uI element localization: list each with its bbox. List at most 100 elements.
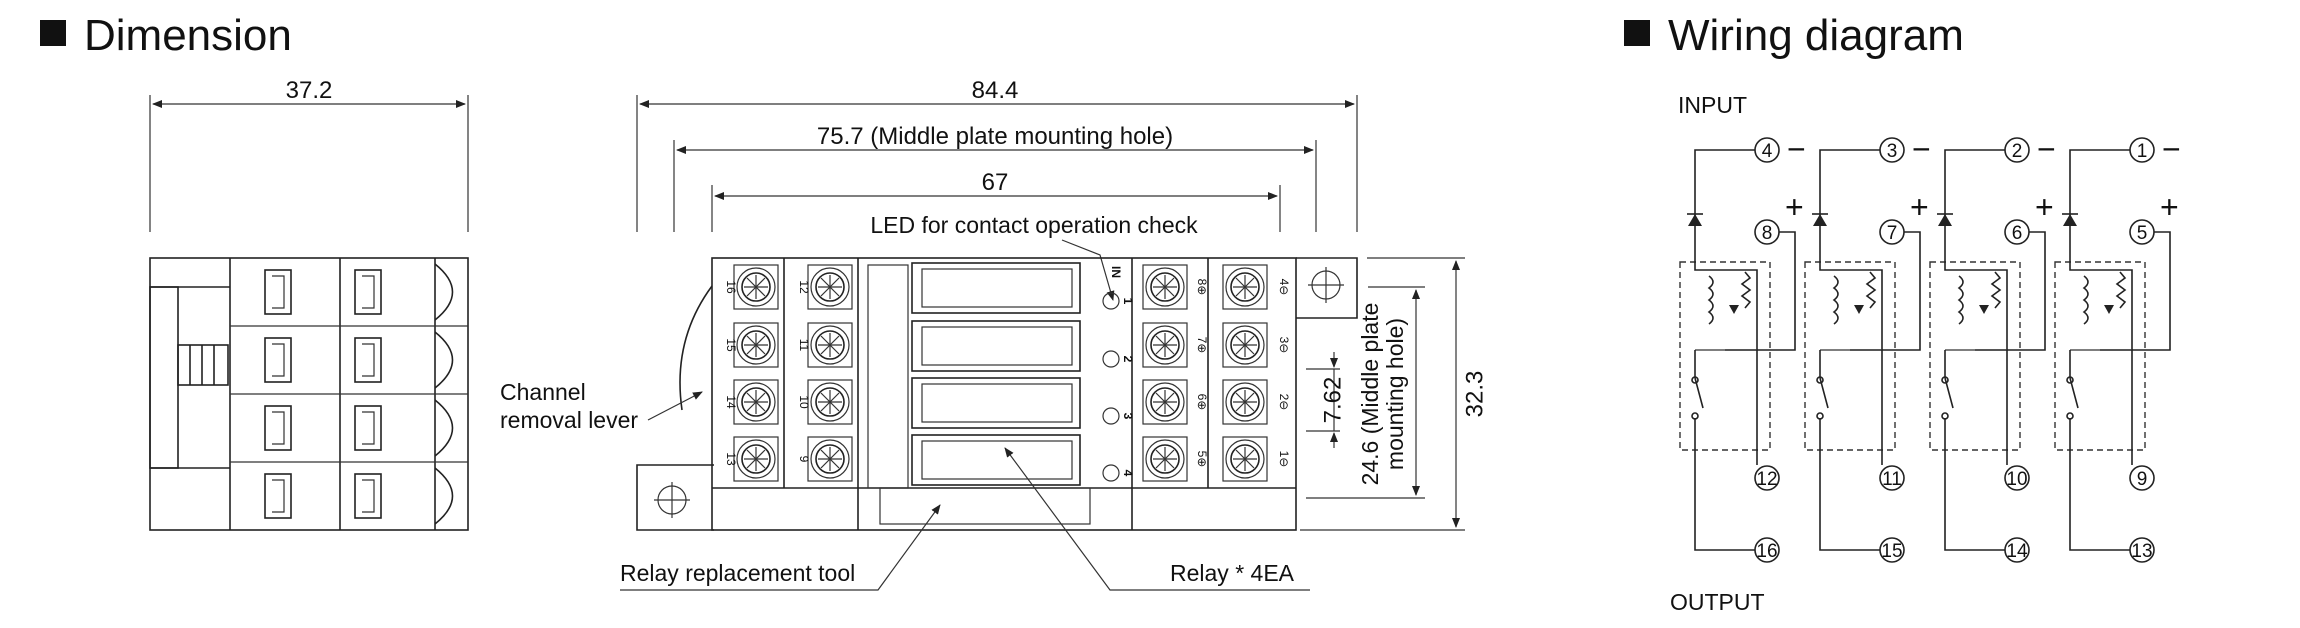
relay-outline [2054, 261, 2146, 451]
middle-hole-label: 75.7 (Middle plate mounting hole) [817, 123, 1173, 150]
right-mount-tab [1296, 257, 1358, 319]
side-dome [434, 331, 454, 389]
led-diode [1854, 305, 1864, 314]
terminal-screw-ring [736, 382, 776, 422]
terminal-circle [2129, 137, 2155, 163]
channel-number: 3 [1121, 413, 1135, 420]
led-indicator [1102, 464, 1120, 482]
terminal-block [733, 264, 779, 310]
side-dome [434, 263, 454, 321]
pos-wire [1850, 231, 1921, 351]
terminal-number-left-inner: 10 [797, 395, 811, 409]
terminal-screw-ring [1145, 267, 1185, 307]
coil-symbol [1832, 275, 1839, 325]
contact-point [1941, 412, 1949, 420]
tool-label: Relay replacement tool [620, 560, 855, 586]
terminal-out-number: 13 [2131, 541, 2152, 562]
terminal-circle [1879, 537, 1905, 563]
channel-number: 2 [1121, 356, 1135, 363]
relay-module [911, 377, 1081, 429]
terminal-screw [741, 272, 771, 302]
side-clip-slot [362, 343, 375, 377]
terminal-neg-number: 4 [1762, 141, 1773, 162]
dimension-header: Dimension [84, 11, 292, 60]
terminal-neg-number: 2 [2012, 141, 2023, 162]
side-clip-slot [272, 411, 285, 445]
side-clip [354, 337, 382, 383]
terminal-block [1142, 379, 1188, 425]
terminal-screw-ring [810, 267, 850, 307]
terminal-number-right: 3⊖ [1277, 337, 1291, 354]
terminal-number-right: 4⊖ [1277, 279, 1291, 296]
terminal-screw-ring [1145, 325, 1185, 365]
terminal-screw [1150, 387, 1180, 417]
relay-body [921, 383, 1073, 423]
coil-symbol [2082, 275, 2089, 325]
terminal-circle [2004, 537, 2030, 563]
wiring-header: Wiring diagram [1668, 11, 1964, 60]
contact-point [1816, 376, 1824, 384]
terminal-number-left: 14 [724, 395, 738, 409]
wiring-diagram: INPUT OUTPUT 4−8+12163−7+11152−6+10141−5… [1670, 92, 2181, 615]
terminal-block [807, 264, 853, 310]
input-wire [1819, 149, 1880, 232]
terminal-screw-ring [1145, 382, 1185, 422]
dimension-header-square [40, 20, 66, 46]
terminal-screw [1230, 272, 1260, 302]
terminal-screw [741, 387, 771, 417]
terminal-out-number: 16 [1756, 541, 1777, 562]
diode-symbol [1688, 214, 1702, 226]
lever-leader [647, 391, 703, 421]
relay-module [911, 320, 1081, 372]
relay-outline [1929, 261, 2021, 451]
pos-wire [1725, 231, 1796, 351]
terminal-screw-ring [1225, 439, 1265, 479]
channel-number: 4 [1121, 470, 1135, 477]
terminal-screw-ring [736, 325, 776, 365]
contact-point [2066, 412, 2074, 420]
plus-sign: + [2035, 189, 2054, 225]
led-indicator [1102, 292, 1120, 310]
inner-dimension-label: 67 [982, 169, 1009, 196]
side-clip [354, 405, 382, 451]
pitch-label: 7.62 [1319, 377, 1346, 424]
terminal-circle [1754, 537, 1780, 563]
coil-wire [1944, 232, 2008, 350]
side-width-label: 37.2 [286, 77, 333, 104]
terminal-block [733, 322, 779, 368]
minus-sign: − [1912, 131, 1931, 167]
minus-sign: − [1787, 131, 1806, 167]
led-diode [2104, 305, 2114, 314]
terminal-circle [2004, 137, 2030, 163]
side-dome [434, 399, 454, 457]
terminal-out-number: 9 [2137, 469, 2148, 490]
contact-point [1816, 412, 1824, 420]
terminal-block [1222, 379, 1268, 425]
terminal-block [807, 379, 853, 425]
terminal-out-number: 14 [2006, 541, 2028, 562]
resistor-symbol [1990, 271, 2002, 309]
terminal-pos-number: 7 [1887, 223, 1898, 244]
side-clip-slot [362, 275, 375, 309]
terminal-screw [1230, 444, 1260, 474]
terminal-block [1222, 436, 1268, 482]
plus-sign: + [1910, 189, 1929, 225]
terminal-screw [741, 444, 771, 474]
coil-wire [2069, 232, 2133, 350]
terminal-pos-number: 8 [1762, 223, 1773, 244]
output-label: OUTPUT [1670, 589, 1765, 615]
terminal-circle [2129, 537, 2155, 563]
side-view: 37.2 [149, 77, 469, 531]
terminal-pos-number: 5 [2137, 223, 2148, 244]
terminal-number-right-inner: 8⊕ [1195, 279, 1209, 296]
terminal-block [733, 436, 779, 482]
terminal-screw-ring [1145, 439, 1185, 479]
terminal-block [1222, 264, 1268, 310]
side-clip-slot [272, 479, 285, 513]
side-clip [264, 337, 292, 383]
resistor-symbol [1740, 271, 1752, 309]
side-clip-slot [362, 479, 375, 513]
